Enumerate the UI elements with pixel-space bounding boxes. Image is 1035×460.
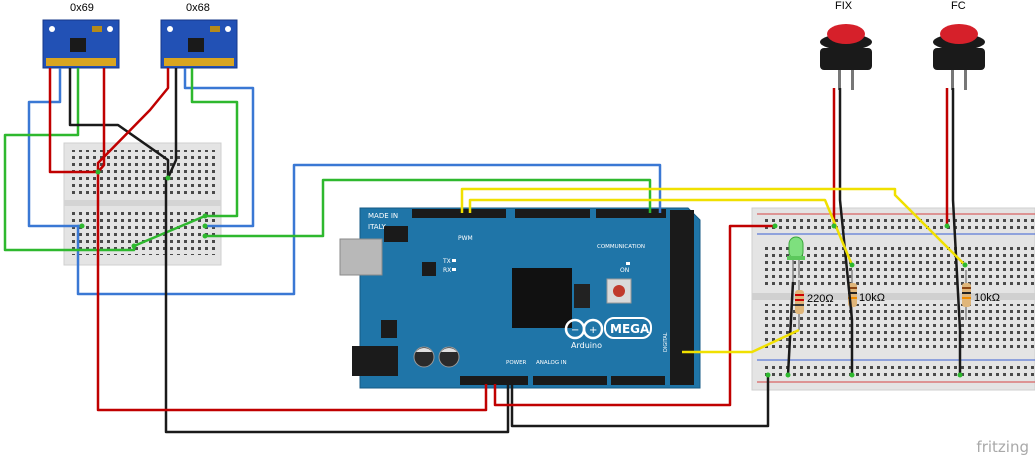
analog-in-label: ANALOG IN: [536, 360, 567, 366]
wire-red-2: [96, 68, 488, 412]
resistor-label-10k-fix: 10kΩ: [859, 292, 885, 304]
green-led: [787, 236, 805, 282]
wire-blue-2: [27, 68, 82, 228]
wire-red-1: [48, 68, 98, 174]
small-breadboard: [63, 142, 222, 266]
wire-green-3: [205, 178, 652, 238]
wire-red-3: [493, 224, 775, 407]
made-in-label: MADE IN: [368, 212, 398, 220]
wire-black-6: [786, 281, 795, 376]
tx-label: TX: [442, 258, 451, 265]
reset-button: [613, 285, 625, 297]
resistor-label-220: 220Ω: [807, 293, 834, 305]
sensor-address-label: 0x69: [70, 2, 94, 14]
communication-label: COMMUNICATION: [597, 244, 645, 250]
digital-label: DIGITAL: [663, 332, 669, 352]
power-label: POWER: [506, 360, 527, 366]
wire-green-2: [190, 68, 239, 218]
svg-text:+: +: [589, 325, 597, 336]
resistor-label-10k-fc: 10kΩ: [974, 292, 1000, 304]
wire-red-4: [97, 68, 106, 173]
microcontroller-chip: [512, 268, 572, 328]
wire-blue-3: [76, 163, 662, 296]
wire-endpoints: [79, 169, 968, 378]
mega-label: MEGA: [610, 322, 650, 336]
button-label-fix: FIX: [835, 0, 853, 12]
on-label: ON: [620, 267, 629, 274]
resistor-10k-fc: [962, 270, 971, 320]
fritzing-watermark: fritzing: [976, 438, 1029, 456]
wire-black-4: [838, 88, 854, 375]
wire-black-1: [68, 68, 170, 178]
arduino-mega-board: − + MADE IN ITALY MEGA Arduino PWM COMMU…: [339, 207, 701, 389]
wire-yellow-1: [460, 187, 966, 266]
wire-yellow-2: [468, 198, 854, 266]
italy-label: ITALY: [368, 223, 387, 231]
wires: [3, 68, 966, 434]
wire-blue-1: [183, 68, 255, 228]
sensor-address-label: 0x68: [186, 2, 210, 14]
svg-text:−: −: [571, 325, 579, 336]
resistor-220: [795, 280, 804, 330]
sensor-module-0x69: [42, 19, 120, 69]
sensor-module-0x68: [160, 19, 238, 69]
pwm-label: PWM: [458, 235, 473, 242]
push-button-fc: [933, 24, 985, 90]
button-label-fc: FC: [951, 0, 966, 12]
usb-port: [339, 238, 383, 276]
arduino-label: Arduino: [571, 341, 602, 350]
arduino-logo: − +: [564, 317, 652, 340]
power-jack: [352, 346, 398, 376]
push-button-fix: [820, 24, 872, 90]
rx-label: RX: [443, 267, 451, 274]
wire-yellow-3: [682, 328, 800, 354]
main-breadboard: [751, 207, 1035, 391]
wire-black-5: [951, 88, 962, 375]
